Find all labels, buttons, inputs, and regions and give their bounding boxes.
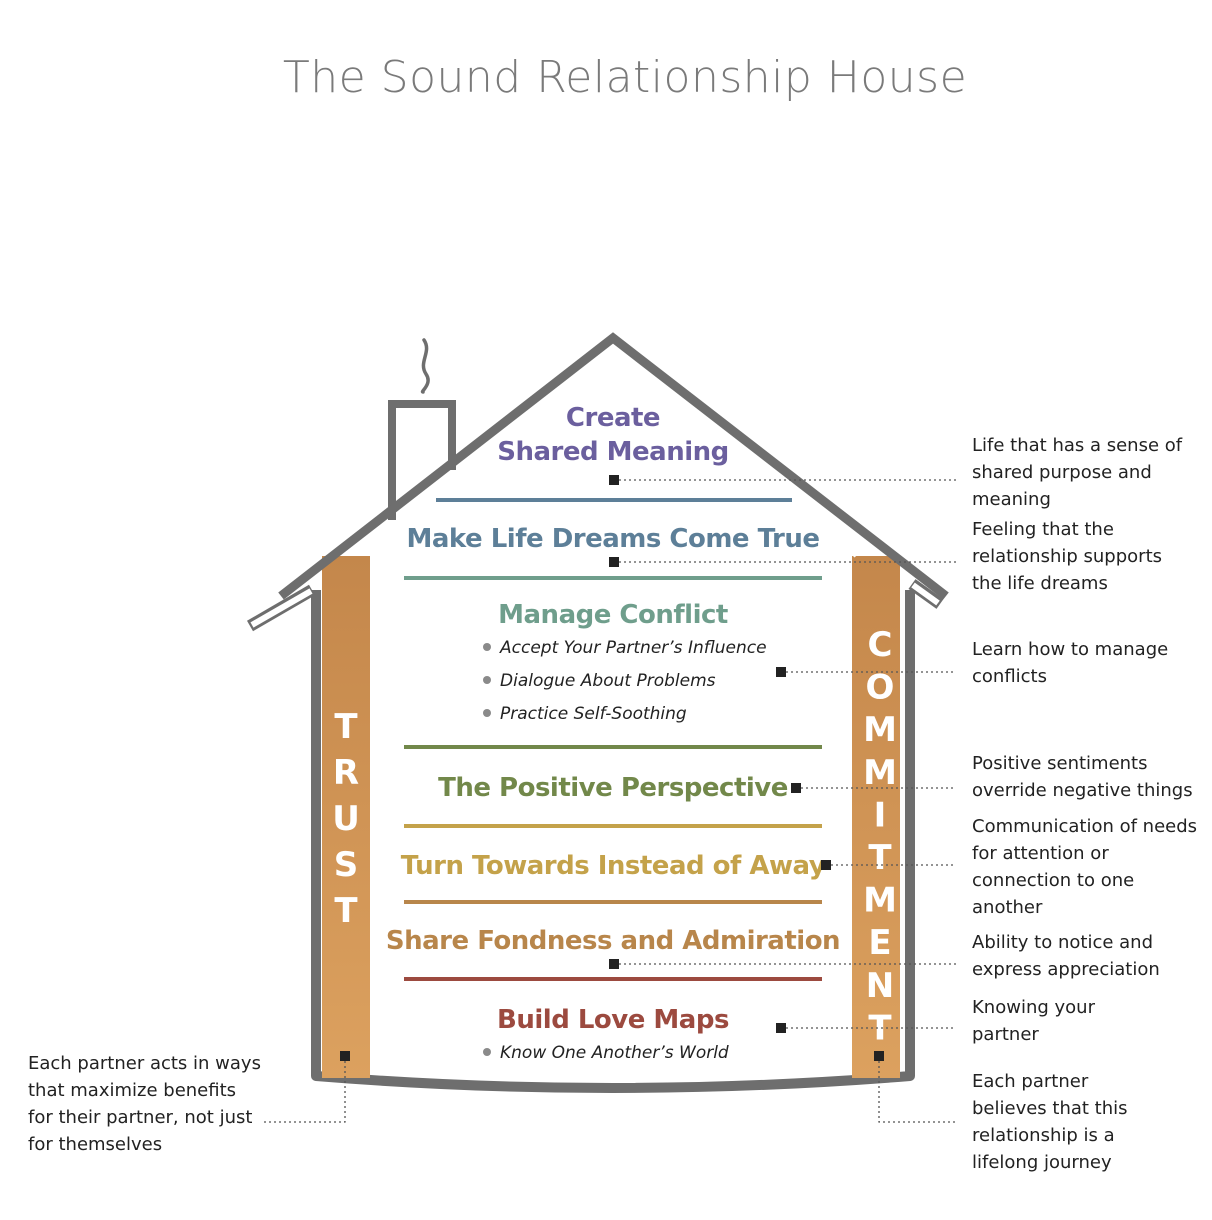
- trust-letter-0: T: [334, 707, 358, 747]
- trust-pillar: [322, 556, 370, 1078]
- house-walls: [311, 590, 915, 1093]
- chimney: [388, 400, 456, 520]
- positive-label: The Positive Perspective: [438, 773, 788, 803]
- dreams-label: Make Life Dreams Come True: [407, 524, 820, 554]
- fondness-label: Share Fondness and Admiration: [386, 926, 840, 956]
- create-label-line2: Shared Meaning: [497, 437, 729, 467]
- trust-letter-4: T: [334, 891, 358, 931]
- commitment-letter-1: O: [866, 668, 895, 708]
- anchor-lovemaps: [776, 1023, 786, 1033]
- commitment-letter-4: I: [874, 795, 887, 835]
- commitment-letter-8: N: [866, 966, 894, 1006]
- commitment-letter-5: T: [868, 838, 892, 878]
- conflict-bullet-dot-1: [483, 643, 491, 651]
- conflict-bullet-3: Practice Self-Soothing: [500, 704, 687, 724]
- roof: [278, 332, 949, 600]
- commitment-letter-6: M: [863, 881, 897, 921]
- trust-letter-3: S: [334, 845, 359, 885]
- trust-letter-2: U: [332, 799, 360, 839]
- conflict-bullet-dot-2: [483, 676, 491, 684]
- conflict-label: Manage Conflict: [498, 600, 728, 630]
- anchor-fondness: [609, 959, 619, 969]
- note-conflict: Learn how to manage conflicts: [972, 639, 1169, 687]
- trust-letter-1: R: [333, 753, 359, 793]
- commitment-letter-3: M: [863, 753, 897, 793]
- anchor-dreams: [609, 557, 619, 567]
- commitment-letter-0: C: [868, 625, 893, 665]
- note-trust: Each partner acts in ways that maximize …: [28, 1053, 261, 1155]
- leader-trust: [262, 1056, 346, 1123]
- note-turn: Communication of needs for attention or …: [972, 816, 1198, 918]
- note-positive: Positive sentiments override negative th…: [972, 753, 1193, 801]
- conflict-bullet-1: Accept Your Partner’s Influence: [499, 638, 767, 658]
- note-fondness: Ability to notice and express appreciati…: [972, 932, 1160, 980]
- leader-commitment: [878, 1056, 956, 1123]
- lovemaps-bullet-dot: [483, 1048, 491, 1056]
- chimney-smoke: [420, 338, 430, 394]
- anchor-positive: [791, 783, 801, 793]
- commitment-letter-2: M: [863, 710, 897, 750]
- create-label-line1: Create: [566, 403, 660, 433]
- commitment-letter-7: E: [868, 923, 891, 963]
- anchor-conflict: [776, 667, 786, 677]
- lovemaps-label: Build Love Maps: [497, 1005, 729, 1035]
- anchor-create: [609, 475, 619, 485]
- lovemaps-bullet-1: Know One Another’s World: [500, 1043, 729, 1063]
- note-create: Life that has a sense of shared purpose …: [972, 435, 1183, 510]
- note-lovemaps: Knowing your partner: [972, 997, 1095, 1045]
- note-dreams: Feeling that the relationship supports t…: [972, 519, 1163, 594]
- anchor-commitment: [874, 1051, 884, 1061]
- page-title: The Sound Relationship House: [282, 52, 968, 103]
- conflict-bullet-dot-3: [483, 709, 491, 717]
- note-commitment: Each partner believes that this relation…: [972, 1071, 1128, 1173]
- anchor-trust: [340, 1051, 350, 1061]
- anchor-turn: [821, 860, 831, 870]
- commitment-pillar: [852, 556, 900, 1078]
- turn-label: Turn Towards Instead of Away: [401, 851, 826, 881]
- conflict-bullet-2: Dialogue About Problems: [500, 671, 716, 691]
